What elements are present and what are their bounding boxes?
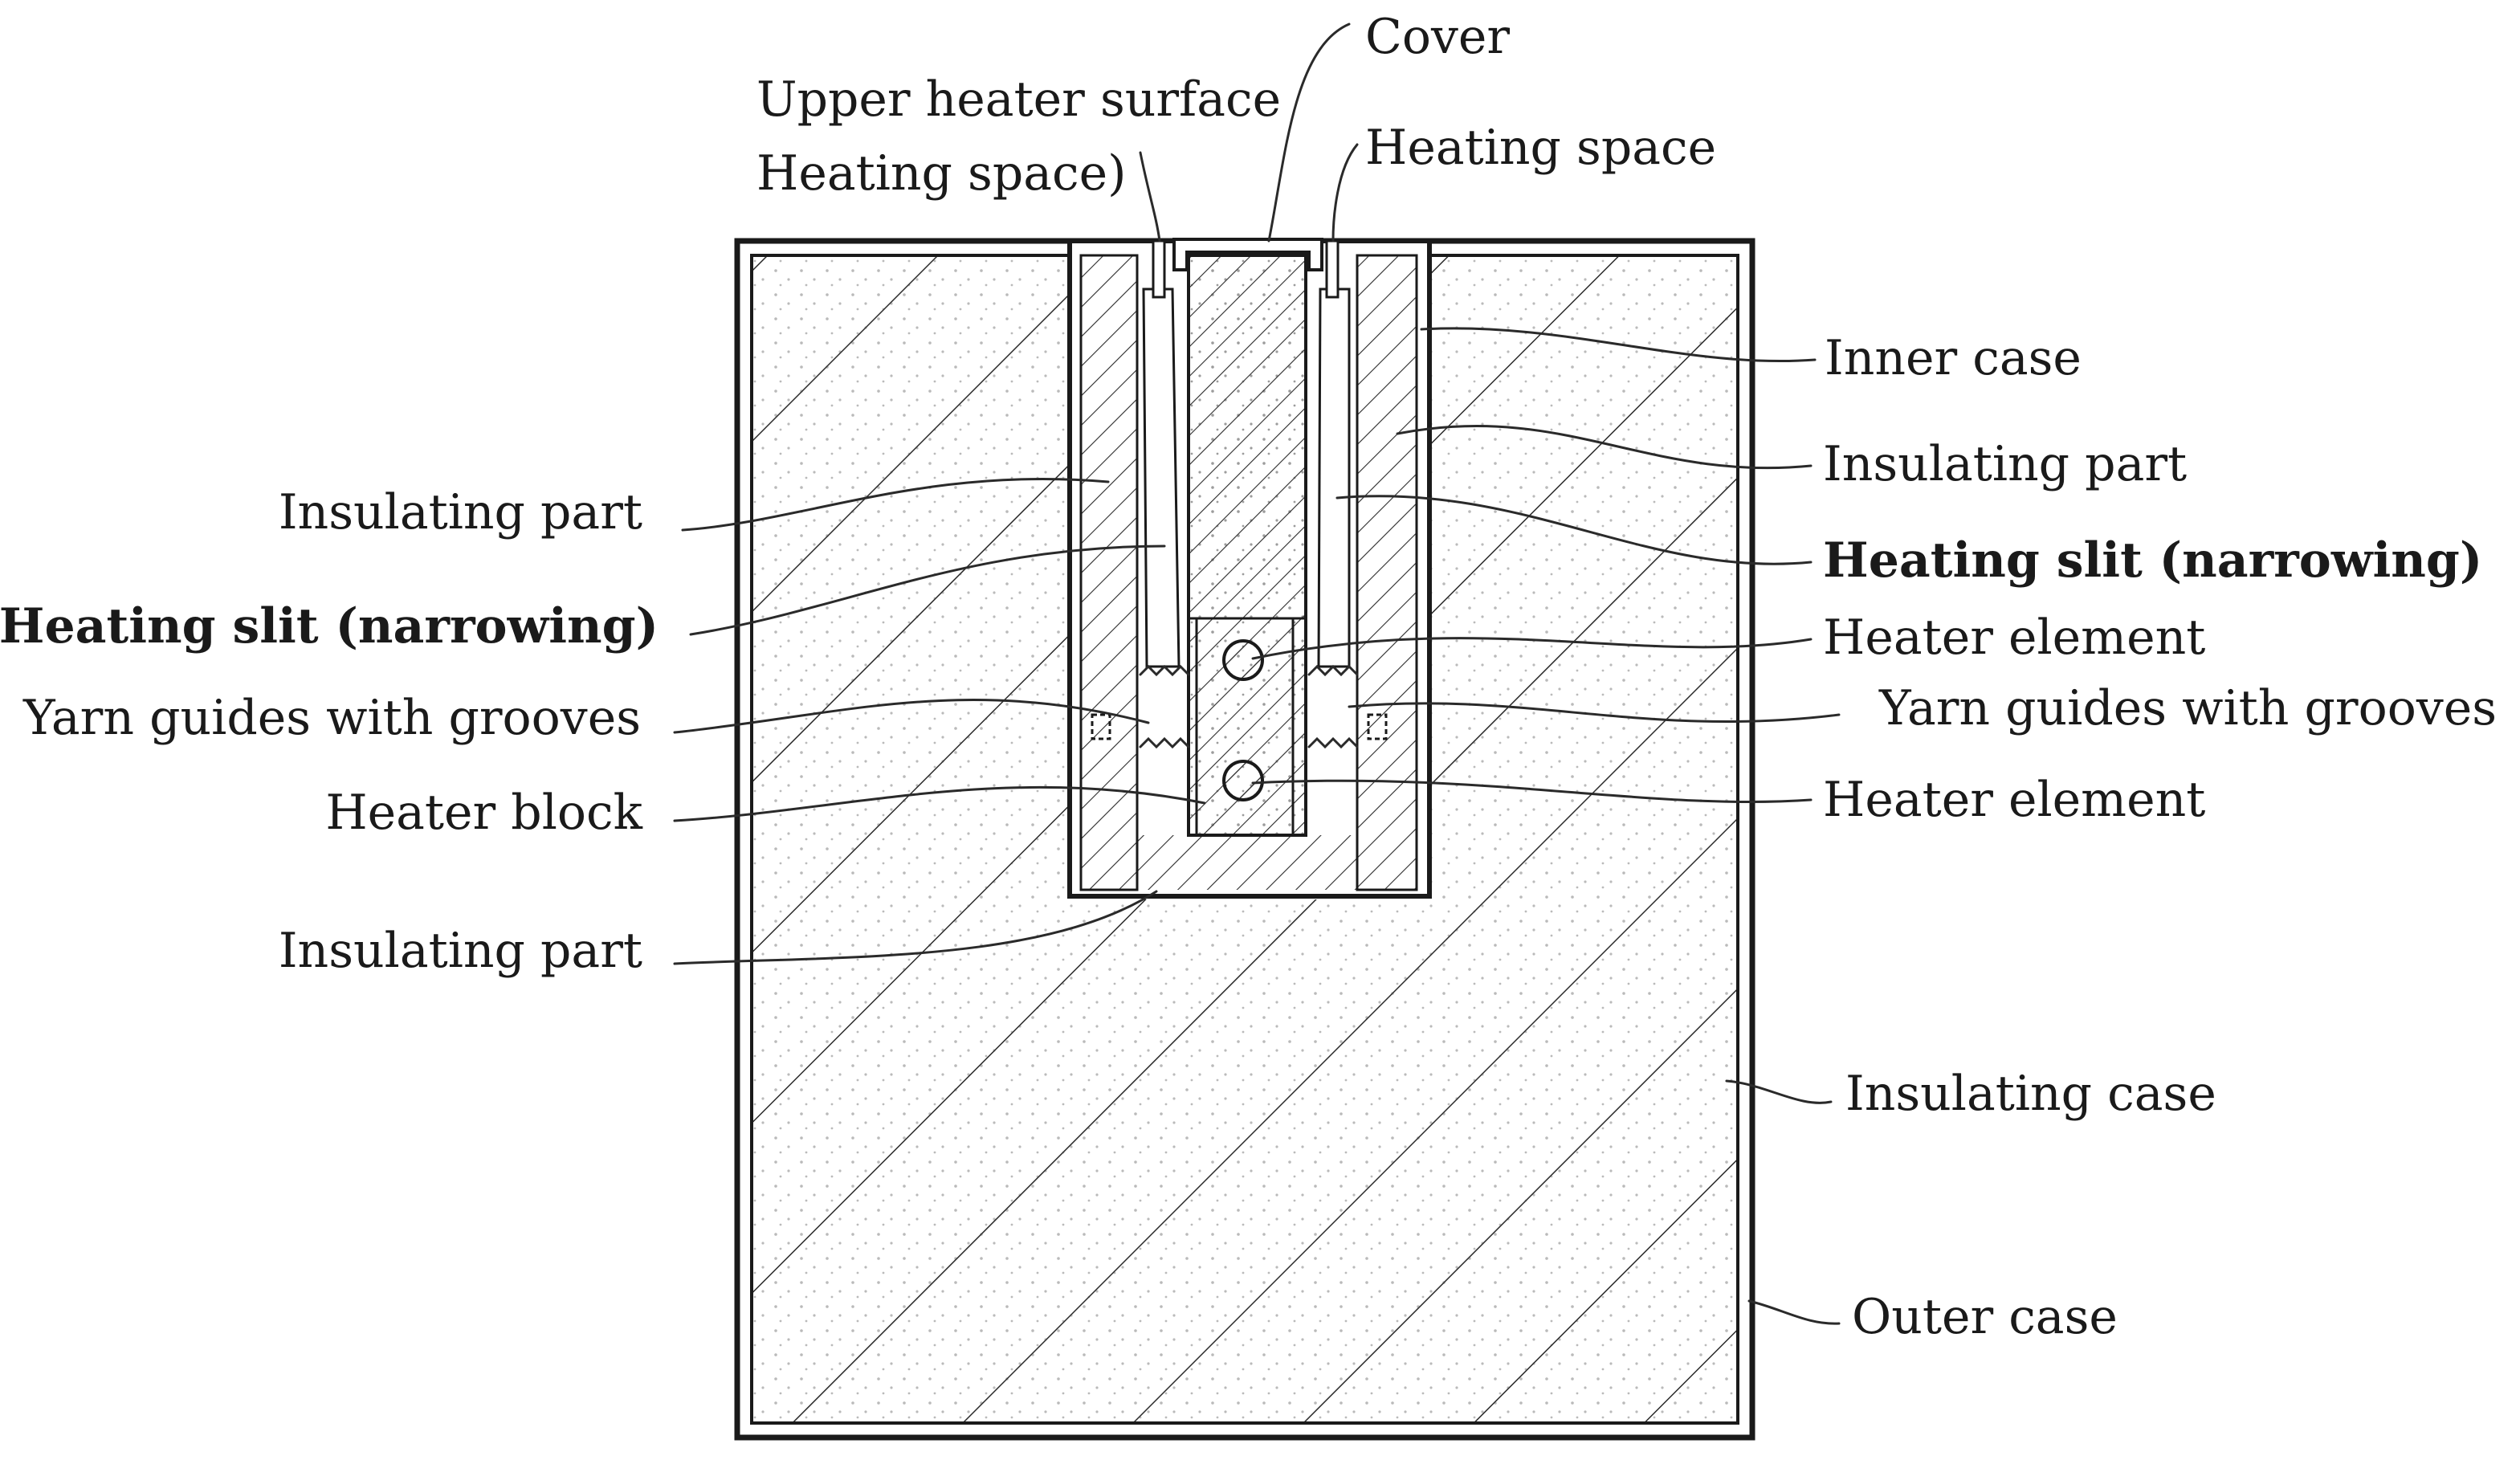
label-insulating-case: Insulating case xyxy=(1845,1066,2216,1122)
leader-insulating-case xyxy=(1725,1079,1833,1104)
yarn-guide-right-lower xyxy=(1307,736,1359,749)
leader-heater-element-lower xyxy=(1251,779,1813,803)
insulating-part-left-wall xyxy=(1081,255,1137,890)
leader-yarn-guides-right xyxy=(1348,702,1841,724)
leader-lines xyxy=(673,22,1841,1325)
heater-block-outline xyxy=(1187,254,1307,837)
label-heating-space-top: Heating space xyxy=(1365,120,1716,176)
leader-outer-case xyxy=(1747,1299,1841,1325)
heating-space-left-gap xyxy=(1152,239,1166,299)
heating-slit-left-shape xyxy=(1142,287,1180,668)
leader-cover xyxy=(1267,22,1351,243)
heater-element-upper-circle xyxy=(1222,639,1264,681)
insulating-part-bottom-block xyxy=(1137,835,1357,890)
leader-insulating-part-right xyxy=(1396,424,1813,470)
leader-insulating-part-bottom xyxy=(673,890,1158,965)
cover-shape xyxy=(1172,238,1323,271)
heater-block-dots xyxy=(1189,255,1306,835)
leader-inner-case xyxy=(1420,327,1817,363)
label-insulating-part-left: Insulating part xyxy=(279,484,642,540)
label-heater-element-lower: Heater element xyxy=(1823,772,2205,828)
label-upper-heater-surface-line1: Upper heater surface xyxy=(756,71,1281,128)
yarn-guide-right-bracket xyxy=(1367,713,1388,740)
heater-element-lower-circle xyxy=(1222,760,1264,801)
leader-heating-space-top xyxy=(1331,143,1359,243)
leader-heater-block xyxy=(673,785,1206,822)
leader-heating-slit-left xyxy=(689,544,1166,636)
leader-heating-slit-right xyxy=(1335,495,1813,565)
label-insulating-part-right: Insulating part xyxy=(1823,436,2187,492)
label-heater-block: Heater block xyxy=(325,785,642,841)
heating-space-right-gap xyxy=(1325,239,1340,299)
label-cover: Cover xyxy=(1365,9,1510,65)
insulating-part-left-outline xyxy=(1079,254,1139,891)
heating-slit-right-shape xyxy=(1317,287,1351,668)
label-yarn-guides-left: Yarn guides with grooves xyxy=(22,690,641,746)
label-upper-heater-surface-line2: Heating space) xyxy=(756,145,1127,202)
insulating-part-right-wall xyxy=(1357,255,1417,890)
yarn-guide-right-upper xyxy=(1307,664,1359,677)
leader-heater-element-upper xyxy=(1251,637,1813,660)
yarn-guide-left-upper xyxy=(1139,664,1190,677)
label-inner-case: Inner case xyxy=(1825,330,2082,386)
insulating-part-right-outline xyxy=(1356,254,1418,891)
yarn-guide-left-lower xyxy=(1139,736,1190,749)
leader-yarn-guides-left xyxy=(673,699,1150,734)
label-insulating-part-bottom: Insulating part xyxy=(279,923,642,979)
label-heater-element-upper: Heater element xyxy=(1823,610,2205,666)
label-outer-case: Outer case xyxy=(1852,1289,2118,1345)
leader-upper-heater-surface xyxy=(1139,151,1161,243)
label-heating-slit-left: Heating slit (narrowing) xyxy=(0,598,659,655)
yarn-guide-left-bracket xyxy=(1091,713,1111,740)
leader-insulating-part-left xyxy=(681,477,1110,532)
label-heating-slit-right: Heating slit (narrowing) xyxy=(1823,532,2482,589)
label-yarn-guides-right: Yarn guides with grooves xyxy=(1878,680,2497,736)
